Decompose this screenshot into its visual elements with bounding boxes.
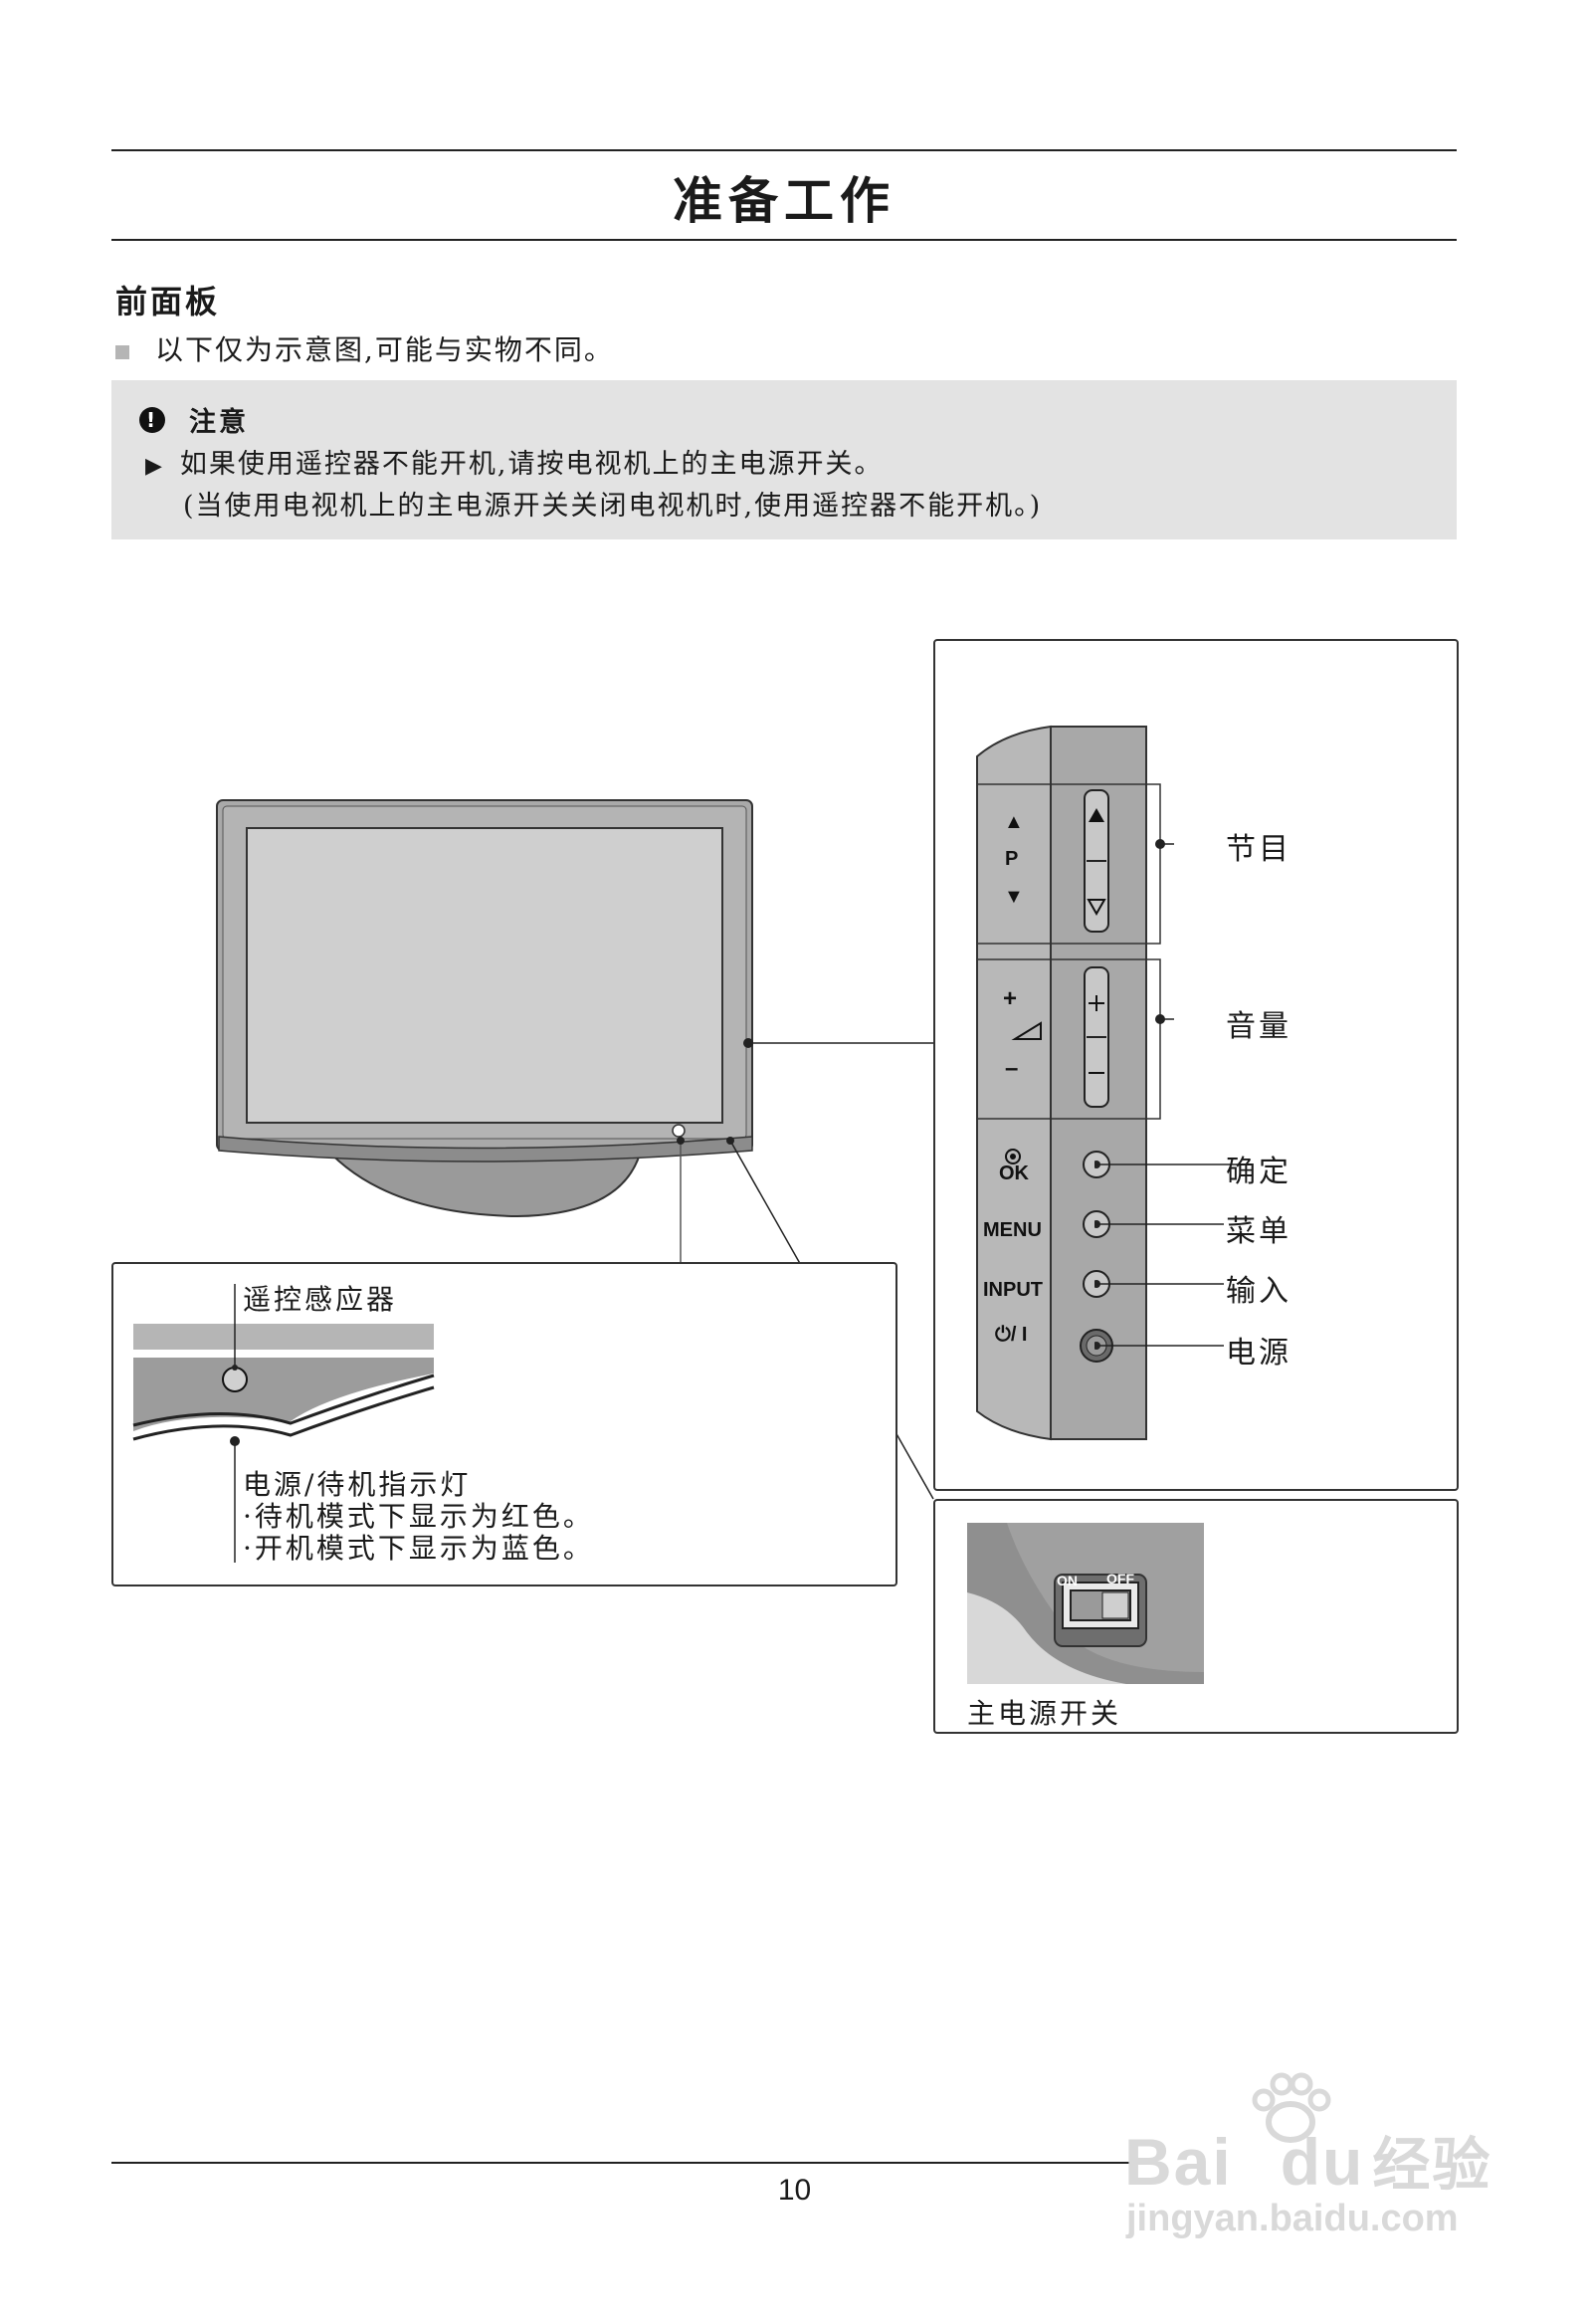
indicator-label: 电源/待机指示灯 [243, 1468, 472, 1501]
intro-line: 以下仅为示意图,可能与实物不同。 [115, 328, 614, 368]
intro-text: 以下仅为示意图,可能与实物不同。 [155, 333, 614, 366]
button-leader-lines [1094, 1161, 1244, 1350]
warning-icon: ! [139, 406, 165, 433]
menu-mark: MENU [983, 1219, 1042, 1241]
program-down-mark: ▼ [1004, 886, 1024, 908]
label-ok: 确定 [1226, 1155, 1291, 1189]
switch-off-text: OFF [1106, 1571, 1134, 1586]
input-mark: INPUT [983, 1279, 1043, 1301]
arrow-right-icon: ▶ [145, 454, 164, 479]
note-line-2: (当使用电视机上的主电源开关关闭电视机时,使用遥控器不能开机。) [183, 491, 1043, 522]
label-input: 输入 [1226, 1274, 1291, 1309]
note-line-1-text: 如果使用遥控器不能开机,请按电视机上的主电源开关。 [179, 449, 884, 480]
section-heading: 前面板 [115, 283, 221, 320]
power-switch-photo [967, 1523, 1204, 1684]
label-power: 电源 [1226, 1336, 1291, 1371]
title-underline [111, 239, 1457, 241]
square-bullet-icon [115, 344, 129, 359]
page-title: 准备工作 [673, 172, 895, 230]
note-heading-text: 注意 [189, 407, 249, 438]
side-panel-drawing [976, 725, 1174, 1441]
watermark-url: jingyan.baidu.com [1126, 2198, 1459, 2239]
program-up-mark: ▲ [1004, 811, 1024, 833]
page-number: 10 [777, 2174, 812, 2207]
indicator-line-1: ·待机模式下显示为红色。 [243, 1500, 594, 1533]
sensor-detail-drawing [132, 1284, 435, 1563]
note-box: ! 注意 ▶ 如果使用遥控器不能开机,请按电视机上的主电源开关。 (当使用电视机上… [111, 380, 1457, 539]
power-mark: ⏻/ I [995, 1324, 1028, 1346]
program-p-mark: P [1005, 848, 1019, 870]
bottom-rule [111, 2162, 1146, 2164]
top-rule [111, 149, 1457, 151]
label-menu: 菜单 [1226, 1214, 1291, 1249]
paw-logo-icon [1252, 2072, 1331, 2143]
volume-plus-mark: + [1003, 985, 1018, 1012]
ok-mark: OK [999, 1162, 1029, 1184]
tv-illustration [216, 799, 753, 1218]
volume-minus-mark: – [1005, 1055, 1019, 1082]
sensor-detail-box [111, 1262, 897, 1586]
note-line-1: ▶ 如果使用遥控器不能开机,请按电视机上的主电源开关。 [145, 442, 884, 481]
switch-on-text: ON [1057, 1573, 1078, 1588]
sensor-label: 遥控感应器 [243, 1283, 398, 1316]
label-volume: 音量 [1226, 1009, 1291, 1044]
indicator-line-2: ·开机模式下显示为蓝色。 [243, 1532, 594, 1565]
label-program: 节目 [1226, 832, 1291, 867]
power-switch-label: 主电源开关 [967, 1697, 1122, 1730]
note-heading: ! 注意 [139, 400, 249, 439]
